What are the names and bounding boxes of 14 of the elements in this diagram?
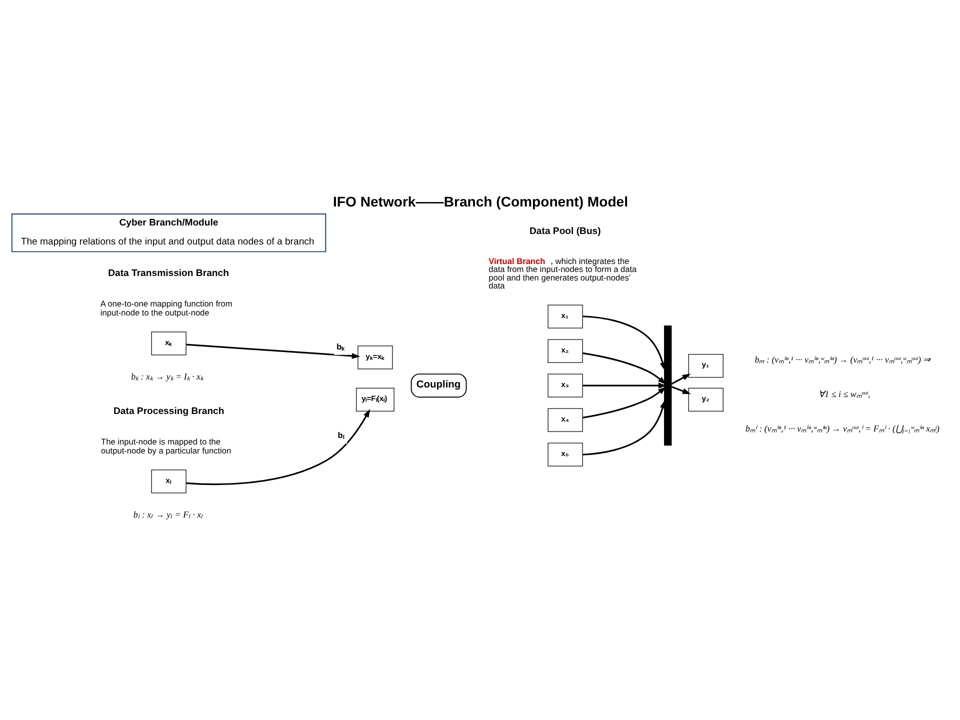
- label: Data Processing Branch: [114, 406, 224, 417]
- label: bₘ : (vₘⁱⁿ,¹ ··· vₘⁱⁿ,ʷₘⁱⁿ) → (vₘᵒᵘᵗ,¹ ··· vₘᵒᵘᵗ,ʷₘᵒᵘᵗ) ⇒: [754, 354, 930, 364]
- label: ∀1 ≤ i ≤ wₘᵒᵘᵗ,: [818, 388, 870, 398]
- label: Virtual Branch，which integrates the data from the input-nodes to form a data pool and then generates output-nodes’ data: [488, 255, 637, 290]
- label: bₗ : xₗ → yₗ = Fₗ · xₗ: [133, 509, 204, 520]
- label: Data Transmission Branch: [108, 267, 229, 278]
- label: The input-node is mapped to the output-node by a particular function: [101, 436, 232, 456]
- label: bₘⁱ : (vₘⁱⁿ,¹ ··· vₘⁱⁿ,ʷₘⁱⁿ) → vₘᵒᵘᵗ,ⁱ = Fₘⁱ · (⋃ⱼ₌₁ʷₘⁱⁿ xₘʲ): [746, 422, 940, 433]
- edge-label: bₗ: [338, 430, 344, 440]
- diagram-title: IFO Network——Branch (Component) Model: [333, 193, 628, 210]
- label: A one-to-one mapping function from input-node to the output-node: [100, 298, 232, 318]
- label: Data Pool (Bus): [530, 225, 601, 236]
- edge-label: bₖ: [336, 340, 345, 351]
- label: bₖ : xₖ → yₖ = Iₖ · xₖ: [131, 371, 204, 382]
